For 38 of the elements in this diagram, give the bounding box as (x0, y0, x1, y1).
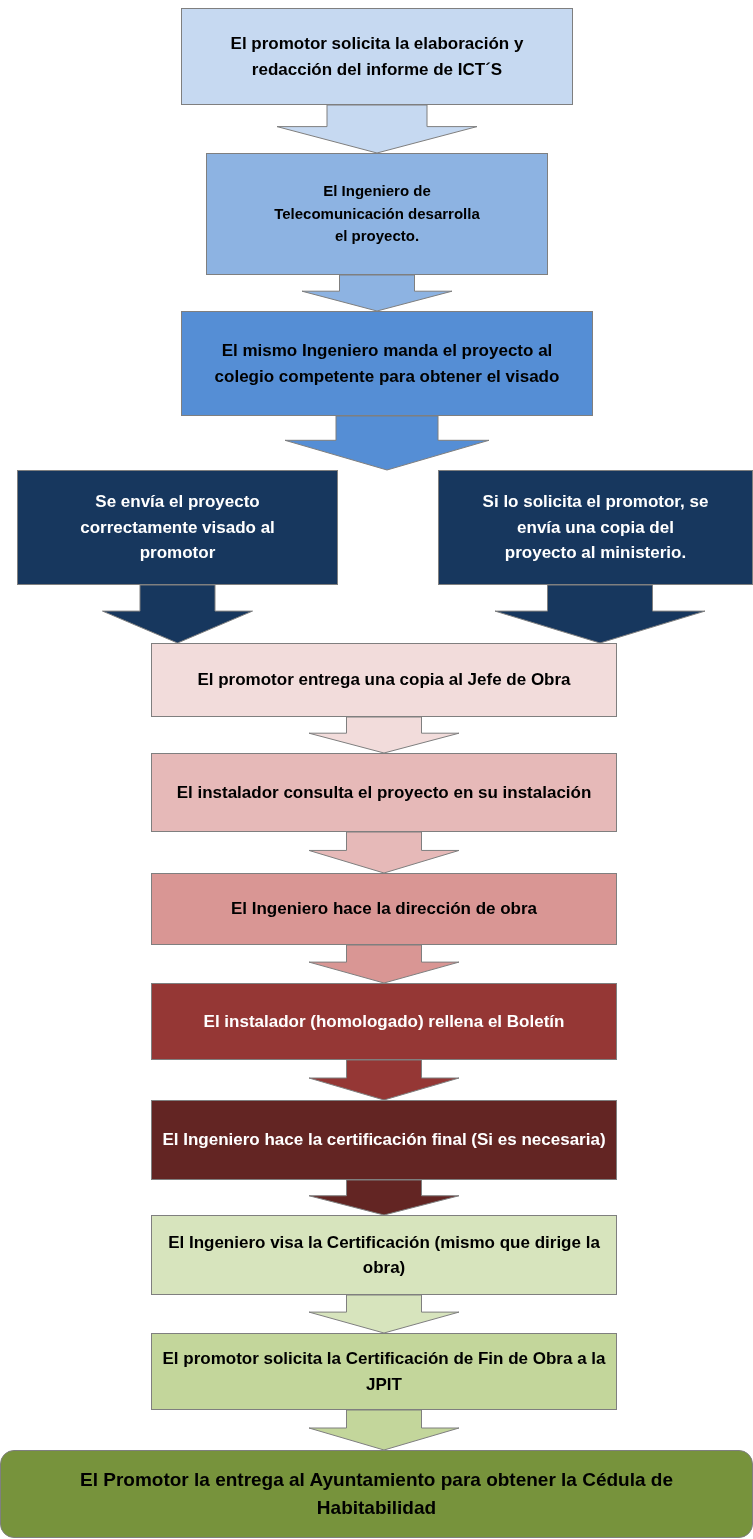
process-box (206, 153, 548, 275)
block-arrow (308, 1294, 460, 1334)
process-box (151, 873, 617, 945)
block-arrow (308, 1059, 460, 1101)
step-text: El promotor solicita la elaboración y redacción del informe de ICT´S (229, 33, 525, 81)
process-box (0, 1450, 753, 1538)
process-box (151, 1100, 617, 1180)
step-text: El Ingeniero de Telecomunicación desarrolla el proyecto. (273, 181, 481, 247)
block-arrow (301, 274, 453, 312)
step-text: El Promotor la entrega al Ayuntamiento para obtener la Cédula de Habitabilidad (79, 1467, 674, 1520)
process-box (151, 643, 617, 717)
step-text: El mismo Ingeniero manda el proyecto al colegio competente para obtener el visado (213, 340, 561, 388)
step-text: El promotor entrega una copia al Jefe de Obra (197, 669, 571, 692)
process-box (151, 753, 617, 832)
step-text: El promotor solicita la Certificación de Fin de Obra a la JPIT (162, 1348, 606, 1396)
block-arrow (308, 944, 460, 984)
block-arrow (308, 831, 460, 874)
block-arrow (494, 584, 706, 644)
process-box (181, 311, 593, 416)
process-box (438, 470, 753, 585)
process-box (151, 1215, 617, 1295)
step-text: Se envía el proyecto correctamente visado al promotor (79, 491, 276, 565)
block-arrow (308, 716, 460, 754)
block-arrow (284, 415, 490, 471)
block-arrow (308, 1409, 460, 1451)
block-arrow (102, 584, 253, 644)
step-text: El instalador consulta el proyecto en su instalación (176, 781, 592, 804)
block-arrow (308, 1179, 460, 1216)
step-text: El Ingeniero hace la certificación final (Si es necesaria) (162, 1129, 606, 1152)
step-text: Si lo solicita el promotor, se envía una copia del proyecto al ministerio. (481, 491, 710, 565)
process-box (151, 983, 617, 1060)
process-box (17, 470, 338, 585)
process-box (181, 8, 573, 105)
step-text: El instalador (homologado) rellena el Boletín (203, 1010, 565, 1033)
step-text: El Ingeniero visa la Certificación (mismo que dirige la obra) (167, 1231, 601, 1279)
block-arrow (276, 104, 478, 154)
step-text: El Ingeniero hace la dirección de obra (230, 898, 538, 921)
process-box (151, 1333, 617, 1410)
